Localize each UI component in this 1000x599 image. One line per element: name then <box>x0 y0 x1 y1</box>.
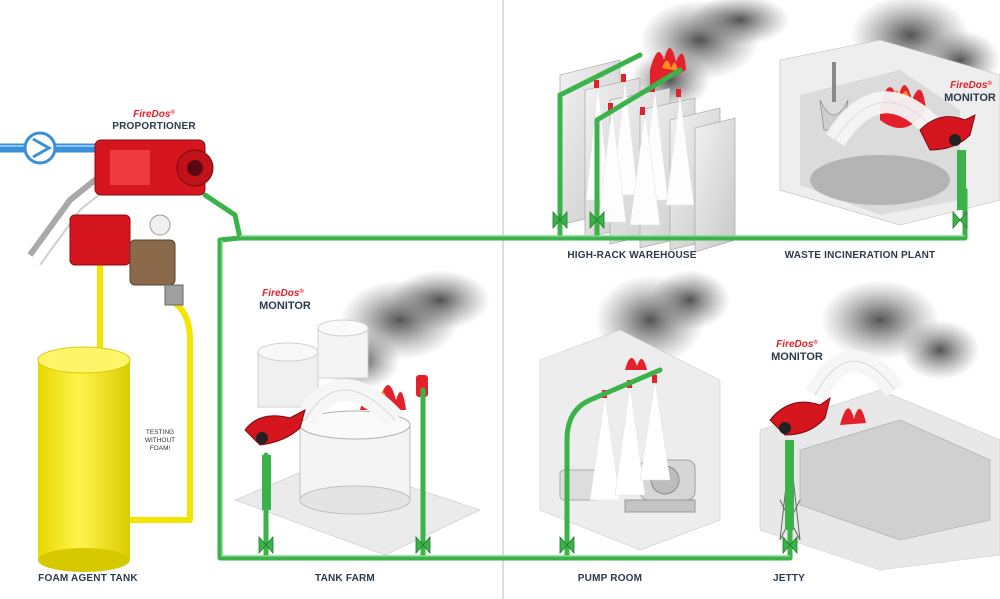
tank-farm-monitor-label: MONITOR <box>259 300 311 312</box>
pump-room-scene <box>539 270 730 551</box>
proportioner-label: PROPORTIONER <box>112 121 196 132</box>
proportioner-brand: FireDos® <box>133 109 175 120</box>
jetty-monitor-label: MONITOR <box>771 351 823 363</box>
testing-note-line2: WITHOUT <box>145 437 175 444</box>
pump-room-label: PUMP ROOM <box>578 573 642 584</box>
tank-farm-monitor-device <box>244 409 306 510</box>
waste-monitor-device <box>919 114 976 210</box>
jetty-monitor-brand: FireDos® <box>776 339 818 350</box>
valve-icons <box>258 210 968 555</box>
high-rack-warehouse-scene <box>530 0 790 253</box>
foam-agent-tank <box>37 346 131 572</box>
high-rack-warehouse-label: HIGH-RACK WAREHOUSE <box>567 250 696 261</box>
foam-agent-tank-label: FOAM AGENT TANK <box>38 573 138 584</box>
tank-farm-monitor-brand: FireDos® <box>262 288 304 299</box>
tank-farm-scene <box>234 270 490 556</box>
tank-farm-label: TANK FARM <box>315 573 375 584</box>
testing-note-line1: TESTING <box>146 429 174 436</box>
jetty-label: JETTY <box>773 573 805 584</box>
waste-monitor-brand: FireDos® <box>950 80 992 91</box>
testing-note-line3: FOAM! <box>150 445 171 452</box>
pump-icon <box>23 131 57 165</box>
waste-incineration-scene <box>779 0 1000 226</box>
jetty-scene <box>759 280 1000 571</box>
proportioner-machine <box>27 139 214 306</box>
waste-incineration-plant-label: WASTE INCINERATION PLANT <box>785 250 936 261</box>
jetty-monitor-device <box>769 396 831 530</box>
waste-monitor-label: MONITOR <box>944 92 996 104</box>
